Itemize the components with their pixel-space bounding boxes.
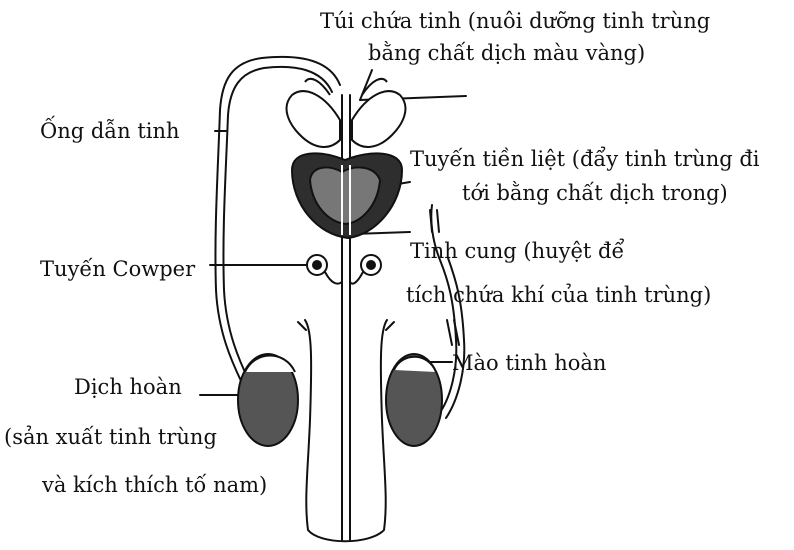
testis-right — [386, 354, 442, 446]
label-prostate-1: Tuyến tiền liệt (đẩy tinh trùng đi — [410, 146, 760, 172]
label-prostate-2: tới bằng chất dịch trong) — [462, 180, 728, 206]
label-testis-3: và kích thích tố nam) — [42, 472, 267, 498]
label-testis-2: (sản xuất tinh trùng — [4, 424, 217, 450]
seminal-vesicles — [287, 79, 406, 147]
label-cowper-gland: Tuyến Cowper — [40, 256, 195, 282]
penis-outline — [305, 320, 387, 541]
label-penis-1: Tinh cung (huyệt để — [410, 238, 624, 264]
label-seminal-vesicle-1: Túi chứa tinh (nuôi dưỡng tinh trùng — [320, 8, 710, 34]
label-vas-deferens: Ống dẫn tinh — [40, 118, 180, 144]
testis-left — [238, 354, 298, 446]
label-testis-1: Dịch hoàn — [74, 374, 182, 400]
label-penis-2: tích chứa khí của tinh trùng) — [406, 282, 711, 308]
label-seminal-vesicle-2: bằng chất dịch màu vàng) — [368, 40, 645, 66]
label-epididymis: Mào tinh hoàn — [452, 350, 606, 376]
prostate-gland — [292, 153, 402, 238]
cowper-glands — [307, 255, 381, 284]
